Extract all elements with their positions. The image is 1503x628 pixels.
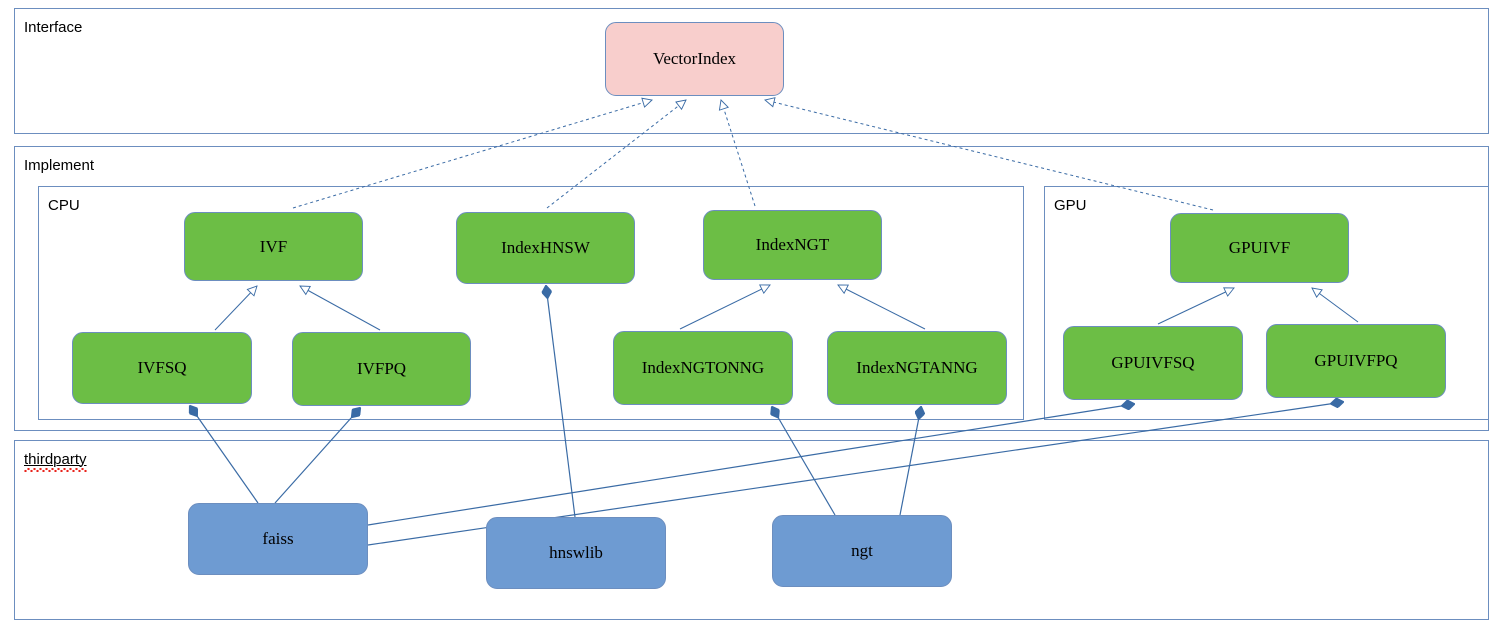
node-ivf[interactable]: IVF (184, 212, 363, 281)
node-indexngtanng[interactable]: IndexNGTANNG (827, 331, 1007, 405)
node-indexngt[interactable]: IndexNGT (703, 210, 882, 280)
group-label-gpu: GPU (1054, 197, 1087, 214)
node-vectorindex[interactable]: VectorIndex (605, 22, 784, 96)
node-indexngtonng[interactable]: IndexNGTONNG (613, 331, 793, 405)
node-ivfsq[interactable]: IVFSQ (72, 332, 252, 404)
group-label-cpu: CPU (48, 197, 80, 214)
node-gpuivfsq[interactable]: GPUIVFSQ (1063, 326, 1243, 400)
node-ivfpq[interactable]: IVFPQ (292, 332, 471, 406)
node-gpuivfpq[interactable]: GPUIVFPQ (1266, 324, 1446, 398)
node-faiss[interactable]: faiss (188, 503, 368, 575)
group-label-implement: Implement (24, 157, 95, 174)
group-label-thirdparty: thirdparty (24, 452, 87, 472)
node-ngt[interactable]: ngt (772, 515, 952, 587)
node-indexhnsw[interactable]: IndexHNSW (456, 212, 635, 284)
group-label-interface: Interface (24, 19, 83, 36)
node-hnswlib[interactable]: hnswlib (486, 517, 666, 589)
node-gpuivf[interactable]: GPUIVF (1170, 213, 1349, 283)
